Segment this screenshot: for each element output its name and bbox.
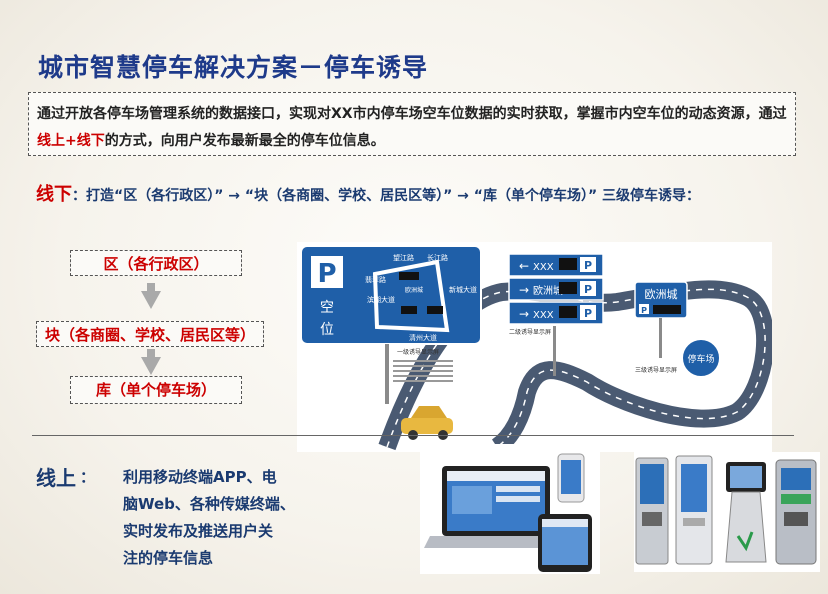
parking-lot-label: 停车场 — [687, 353, 714, 365]
road-label: 长江路 — [427, 253, 448, 262]
road-label: 新城大道 — [449, 285, 477, 294]
svg-text:P: P — [584, 259, 592, 272]
parking-letter: P — [317, 259, 336, 289]
page-title: 城市智慧停车解决方案－停车诱导 — [38, 53, 429, 82]
svg-text:→: → — [519, 307, 529, 321]
center-label: 欧洲城 — [405, 286, 423, 294]
guidance-diagram: P 空 位 望江路 长江路 新城大道 滨湖大道 翡翠路 清州大道 欧洲城 一级诱… — [297, 242, 772, 452]
intro-box: 通过开放各停车场管理系统的数据接口，实现对XX市内停车场空车位数据的实时获取，掌… — [28, 92, 796, 156]
level-lot: 库（单个停车场） — [70, 376, 242, 404]
caption: 三级诱导显示屏 — [635, 366, 677, 374]
svg-text:P: P — [584, 283, 592, 296]
online-line: 实时发布及推送用户关 — [123, 522, 274, 540]
road-label: 清州大道 — [409, 333, 437, 342]
single-sign-label: 欧洲城 — [645, 288, 678, 301]
online-line: 利用移动终端APP、电 — [123, 468, 277, 486]
devices-image — [420, 444, 600, 574]
svg-text:←: ← — [519, 259, 529, 273]
arrow-stem — [147, 283, 155, 291]
level-district: 区（各行政区） — [70, 250, 242, 276]
row-label: XXX — [533, 310, 554, 321]
intro-text: 通过开放各停车场管理系统的数据接口，实现对XX市内停车场空车位数据的实时获取，掌… — [37, 106, 787, 122]
laptop-icon — [424, 466, 570, 548]
parking-lot-marker — [681, 338, 721, 378]
level-block: 块（各商圈、学校、居民区等） — [36, 321, 264, 347]
offline-text: ：打造“区（各行政区）” → “块（各商圈、学校、居民区等）” → “库（单个停… — [72, 188, 701, 204]
intro-highlight: 线上+线下 — [37, 133, 105, 149]
intro-text-end: 的方式，向用户发布最新最全的停车位信息。 — [104, 133, 385, 149]
secondary-sign-1: ← XXX P — [508, 253, 604, 277]
svg-text:P: P — [641, 306, 647, 315]
phone-icon — [557, 453, 585, 503]
road-label: 滨湖大道 — [367, 295, 395, 304]
tablet-icon — [538, 514, 592, 572]
caption: 二级诱导显示屏 — [509, 328, 551, 336]
road-label: 翡翠路 — [365, 275, 386, 284]
row-label: 欧洲城 — [533, 285, 563, 297]
vacant-char: 位 — [320, 322, 334, 338]
down-arrow-icon — [141, 357, 161, 375]
kiosk-icon — [675, 455, 713, 565]
svg-text:→: → — [519, 283, 529, 297]
caption: 一级诱导显示屏 — [397, 348, 439, 356]
primary-sign — [300, 245, 482, 345]
kiosk-icon — [775, 459, 817, 565]
online-colon: ： — [80, 468, 96, 486]
kiosks-image — [634, 452, 820, 572]
online-description: 利用移动终端APP、电 脑Web、各种传媒终端、 实时发布及推送用户关 注的停车… — [123, 464, 323, 572]
divider — [32, 435, 794, 436]
arrow-stem — [147, 349, 155, 357]
online-line: 注的停车信息 — [123, 549, 214, 567]
vacant-char: 空 — [320, 300, 334, 316]
offline-keyword: 线下 — [36, 184, 72, 205]
kiosk-icon — [725, 462, 767, 563]
online-label: 线上 — [36, 466, 76, 490]
online-line: 脑Web、各种传媒终端、 — [123, 495, 295, 513]
secondary-sign-3: → XXX P — [508, 301, 604, 325]
down-arrow-icon — [141, 291, 161, 309]
secondary-sign-2: → 欧洲城 P — [508, 277, 604, 301]
svg-text:P: P — [584, 307, 592, 320]
offline-description: 线下：打造“区（各行政区）” → “块（各商圈、学校、居民区等）” → “库（单… — [36, 180, 796, 211]
row-label: XXX — [533, 262, 554, 273]
kiosk-icon — [635, 457, 669, 565]
road-label: 望江路 — [393, 253, 414, 262]
tertiary-sign: 欧洲城 P — [634, 281, 688, 358]
